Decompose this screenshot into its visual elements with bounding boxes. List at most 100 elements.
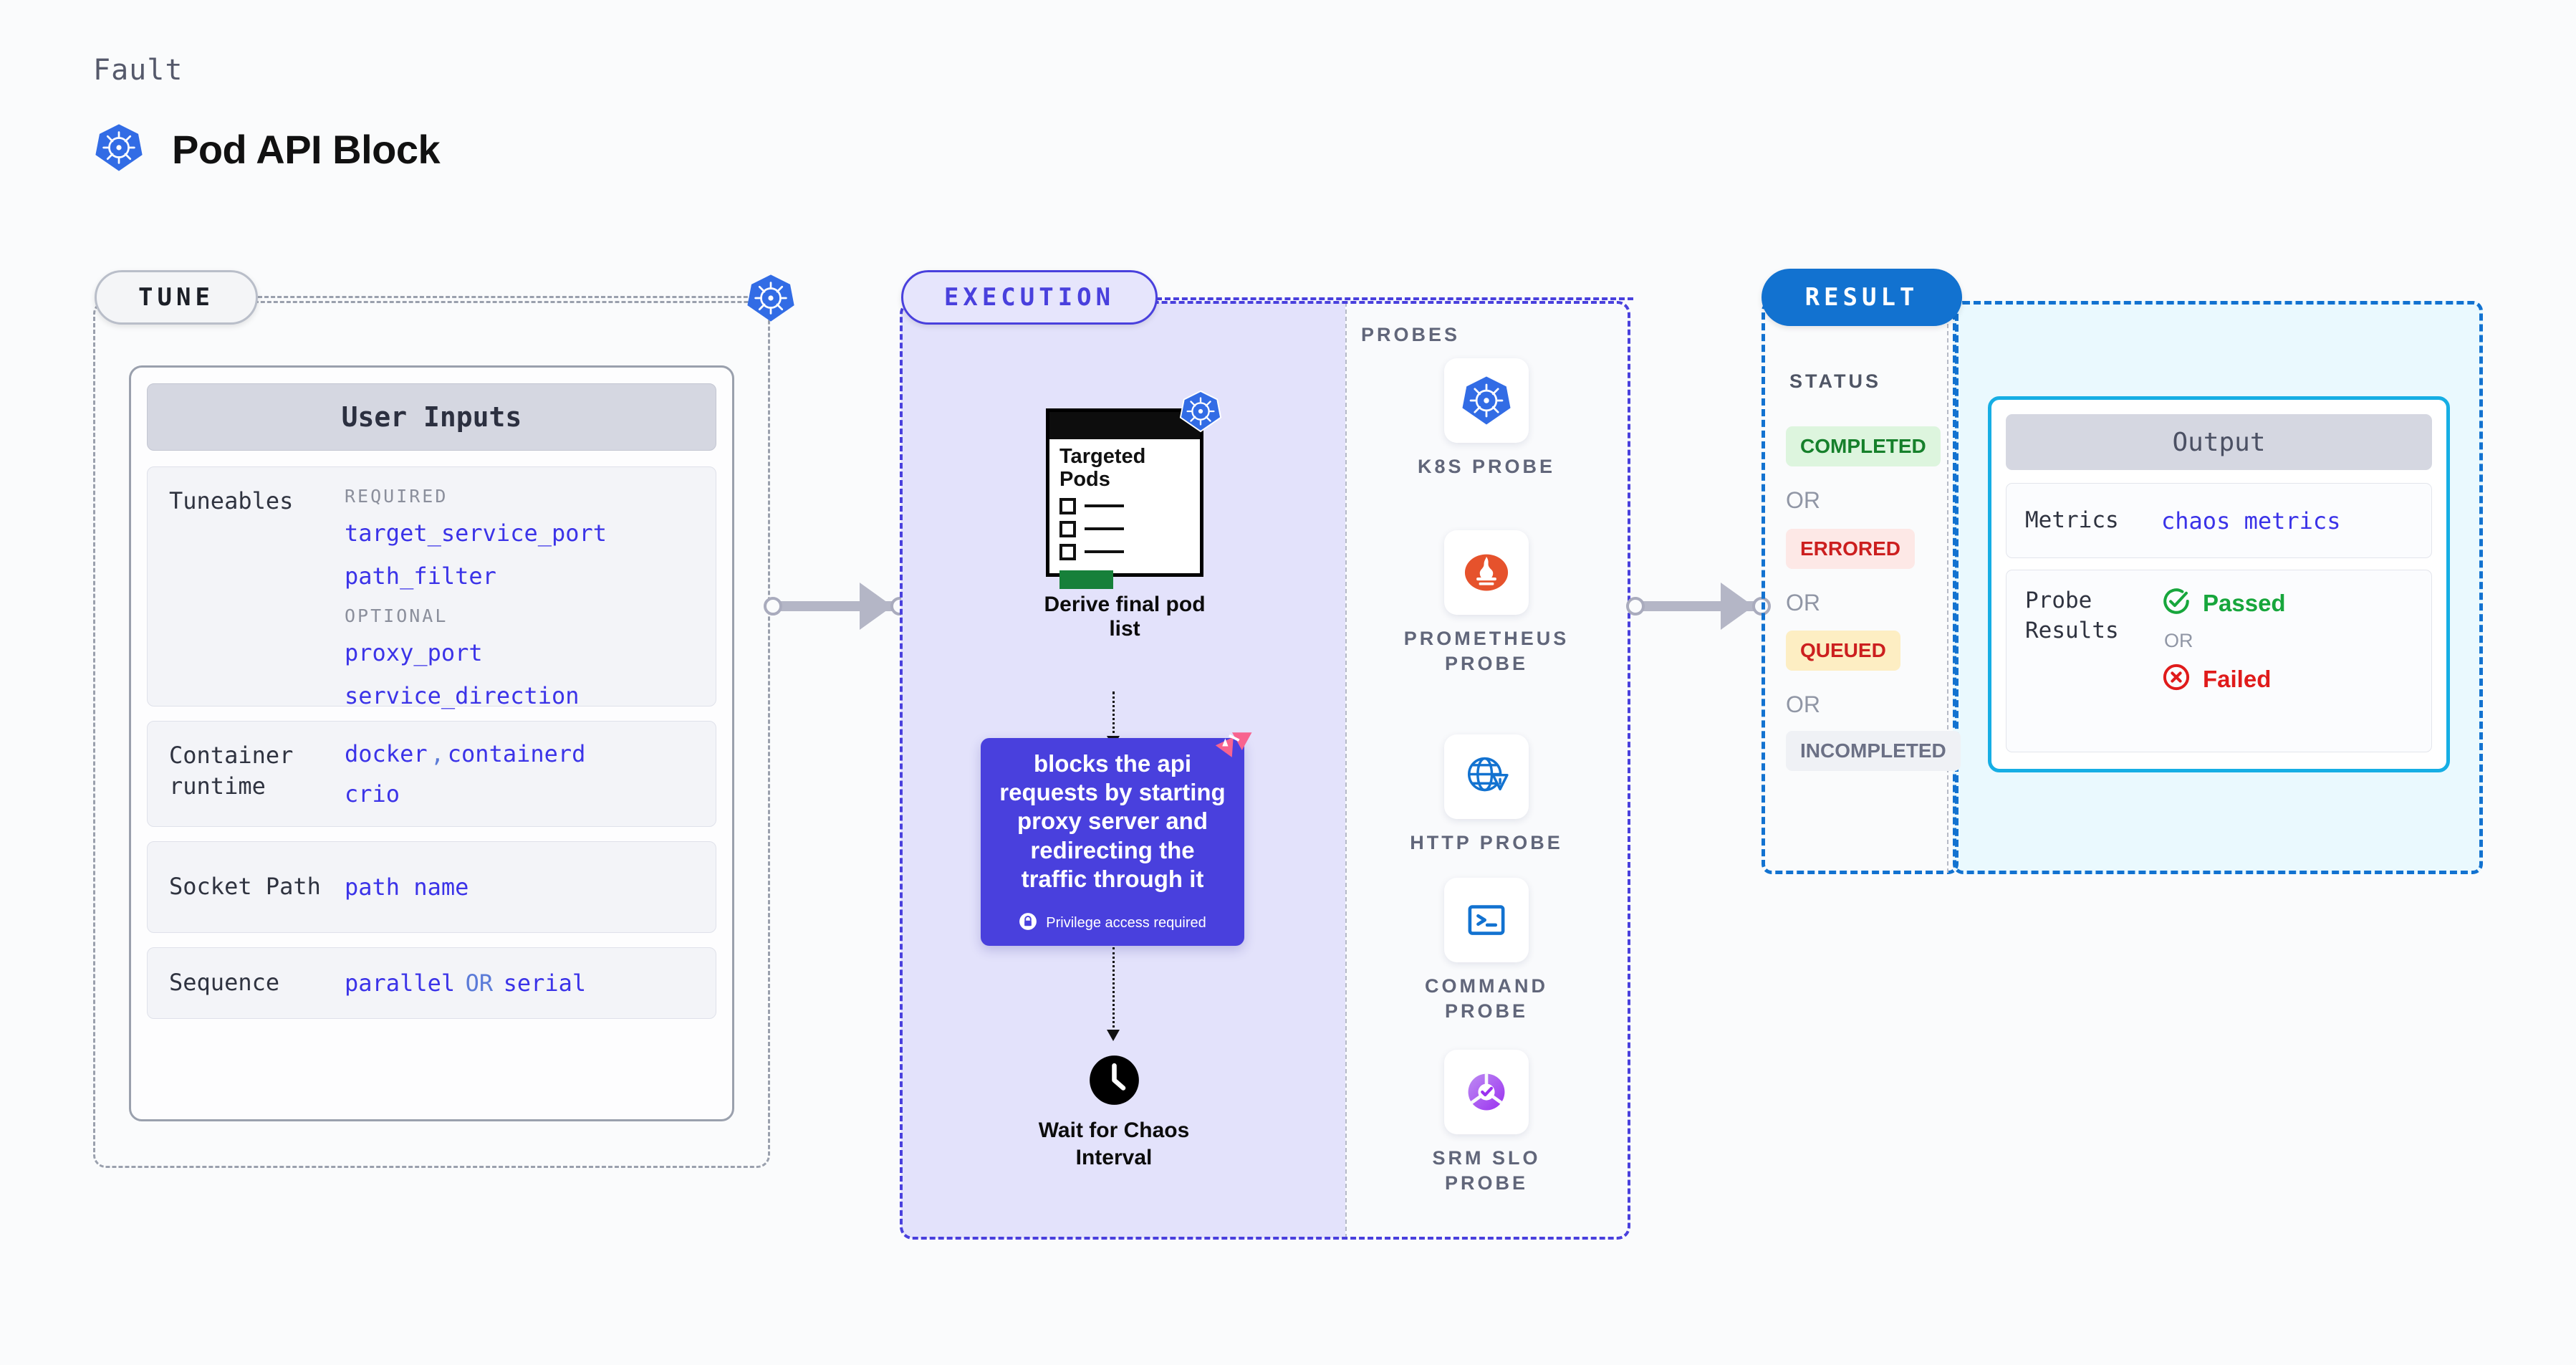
- metrics-key: Metrics: [2025, 507, 2119, 533]
- derive-caption: Derive final pod list: [1044, 593, 1206, 641]
- user-inputs-card: User Inputs Tuneables REQUIRED target_se…: [129, 365, 734, 1121]
- card-topbar: [1049, 412, 1200, 439]
- status-badge-incompleted: INCOMPLETED: [1786, 731, 1961, 771]
- chaos-action-card: blocks the api requests by starting prox…: [981, 732, 1252, 946]
- status-badge-completed: COMPLETED: [1786, 426, 1941, 466]
- sequence-values: parallel OR serial: [345, 969, 694, 997]
- list-line: [1085, 527, 1124, 531]
- tuneable-path-filter[interactable]: path_filter: [345, 562, 496, 590]
- list-line: [1085, 550, 1124, 554]
- sequence-key: Sequence: [169, 969, 280, 997]
- execution-section-pill[interactable]: EXECUTION: [901, 270, 1158, 325]
- status-label: STATUS: [1789, 370, 1881, 392]
- tuneable-target-service-port[interactable]: target_service_port: [345, 519, 607, 547]
- check-circle-icon: [2161, 586, 2191, 620]
- runtime-containerd: containerd: [447, 740, 586, 767]
- output-card: Output Metrics chaos metrics Probe Resul…: [1988, 396, 2450, 772]
- probe-result-passed: Passed: [2161, 586, 2413, 620]
- checkbox-icon: [1059, 520, 1076, 537]
- probe-prometheus[interactable]: PROMETHEUS PROBE: [1400, 530, 1572, 676]
- probe-label: SRM SLO PROBE: [1432, 1147, 1541, 1194]
- execution-section-boundary: [900, 301, 1630, 1240]
- user-inputs-header: User Inputs: [147, 383, 716, 451]
- pod-list-item: [1049, 543, 1200, 560]
- socket-path-values: path name: [345, 873, 694, 901]
- status-badge-queued: QUEUED: [1786, 631, 1900, 671]
- flow-arrow-2: [1112, 947, 1115, 1032]
- failed-label: Failed: [2203, 665, 2272, 692]
- targeted-pods-card: Targeted Pods: [1046, 390, 1222, 589]
- checkbox-icon: [1059, 543, 1076, 560]
- metrics-row: Metrics chaos metrics: [2006, 483, 2432, 558]
- lock-icon: [1019, 912, 1037, 934]
- probe-label: COMMAND PROBE: [1425, 975, 1548, 1022]
- kubernetes-icon: [745, 272, 797, 324]
- prometheus-icon: [1444, 530, 1529, 615]
- wait-caption: Wait for Chaos Interval: [1038, 1119, 1190, 1169]
- probe-label: HTTP PROBE: [1410, 832, 1563, 853]
- or-separator: OR: [1786, 487, 1820, 513]
- flow-arrow-1: [1112, 691, 1115, 739]
- status-bar: [1059, 570, 1113, 589]
- terminal-icon: [1444, 878, 1529, 962]
- container-runtime-row: Container runtime docker , containerd cr…: [147, 721, 716, 827]
- socket-path-key: Socket Path: [169, 873, 321, 901]
- page-title: Pod API Block: [172, 127, 441, 172]
- clock-icon: [1087, 1053, 1141, 1107]
- required-label: REQUIRED: [345, 486, 448, 507]
- probe-srm-slo[interactable]: SRM SLO PROBE: [1400, 1050, 1572, 1196]
- execution-connector-line: [1156, 297, 1633, 300]
- slo-donut-icon: [1444, 1050, 1529, 1134]
- probe-http[interactable]: HTTP PROBE: [1400, 734, 1572, 856]
- privilege-note: Privilege access required: [1019, 912, 1206, 934]
- checkbox-icon: [1059, 497, 1076, 514]
- sequence-row: Sequence parallel OR serial: [147, 947, 716, 1019]
- flow-arrow-2-head: [1107, 1030, 1120, 1041]
- fault-title-row: Pod API Block: [93, 122, 441, 177]
- privilege-note-text: Privilege access required: [1046, 915, 1206, 931]
- status-badge-errored: ERRORED: [1786, 529, 1916, 569]
- kubernetes-icon: [1444, 358, 1529, 443]
- pod-list-item: [1049, 497, 1200, 514]
- globe-warning-icon: [1444, 734, 1529, 819]
- container-runtime-key: Container runtime: [169, 742, 294, 800]
- tune-section-boundary: [93, 301, 770, 1168]
- derive-pod-list-node: Targeted Pods Derive final pod list: [1032, 390, 1222, 641]
- or-separator: OR: [2164, 630, 2193, 651]
- runtime-docker: docker: [345, 740, 428, 767]
- socket-path-row: Socket Path path name: [147, 841, 716, 933]
- sequence-parallel: parallel: [345, 969, 456, 997]
- or-separator: OR: [1786, 691, 1820, 717]
- kubernetes-icon: [1178, 389, 1223, 434]
- sequence-serial: serial: [503, 969, 587, 997]
- probe-label: PROMETHEUS PROBE: [1403, 628, 1570, 675]
- tuneable-proxy-port[interactable]: proxy_port: [345, 639, 483, 666]
- probes-label: PROBES: [1361, 324, 1461, 345]
- probe-results-key: Probe Results: [2025, 588, 2119, 643]
- sequence-separator: OR: [465, 969, 494, 997]
- chaos-action-text: blocks the api requests by starting prox…: [999, 749, 1226, 892]
- probe-command[interactable]: COMMAND PROBE: [1400, 878, 1572, 1024]
- socket-path-value: path name: [345, 873, 469, 901]
- tuneables-row: Tuneables REQUIRED target_service_port p…: [147, 466, 716, 709]
- targeted-pods-title: Targeted Pods: [1059, 445, 1146, 492]
- probe-results-row: Probe Results Passed OR: [2006, 570, 2432, 752]
- litmus-icon: [1208, 727, 1256, 774]
- probe-k8s[interactable]: K8S PROBE: [1400, 358, 1572, 479]
- result-section-pill[interactable]: RESULT: [1762, 269, 1962, 326]
- kubernetes-icon: [93, 122, 145, 177]
- wait-for-chaos-node: Wait for Chaos Interval: [1024, 1053, 1203, 1171]
- tuneables-key: Tuneables: [169, 487, 294, 514]
- output-header: Output: [2006, 414, 2432, 470]
- probe-label: K8S PROBE: [1417, 456, 1556, 477]
- tuneable-service-direction[interactable]: service_direction: [345, 682, 580, 709]
- tuneables-values: REQUIRED target_service_port path_filter…: [345, 486, 694, 709]
- pod-list-item: [1049, 520, 1200, 537]
- probe-result-failed: Failed: [2161, 662, 2413, 696]
- runtime-separator: ,: [431, 740, 445, 767]
- tune-connector-line: [258, 296, 774, 298]
- container-runtime-values: docker , containerd crio: [345, 740, 694, 808]
- tune-section-pill[interactable]: TUNE: [95, 270, 258, 325]
- passed-label: Passed: [2203, 589, 2286, 616]
- metrics-value: chaos metrics: [2161, 507, 2341, 535]
